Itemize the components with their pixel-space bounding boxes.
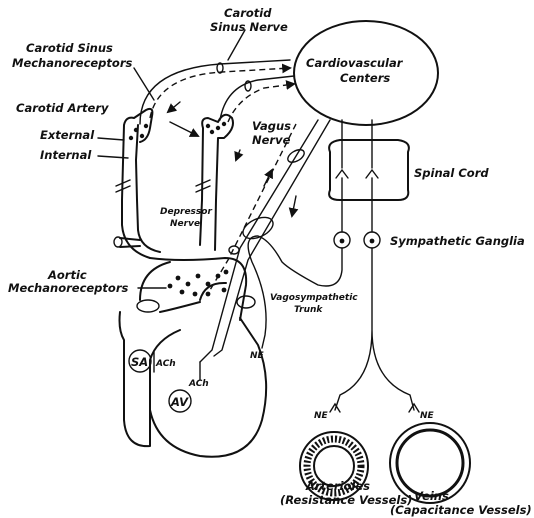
label-ach-sa: ACh xyxy=(155,359,176,369)
label-vagus: Vagus xyxy=(252,119,291,133)
postganglionic-to-heart xyxy=(248,236,342,348)
arrow-signal-vagus xyxy=(264,170,272,186)
label-ne-arterioles: NE xyxy=(314,411,329,421)
label-carotid-sinus: Carotid Sinus xyxy=(26,41,113,55)
carotid-sinus-nerve-inner-dashed xyxy=(228,84,294,122)
leader-carotid-sinus-nerve xyxy=(228,30,245,60)
label-sa: SA xyxy=(131,355,148,369)
label-depressor-nerve: Nerve xyxy=(170,219,200,229)
label-ne-heart: NE xyxy=(250,351,265,361)
label-capacitance-vessels: (Capacitance Vessels) xyxy=(390,503,532,517)
label-sympathetic-ganglia: Sympathetic Ganglia xyxy=(390,234,525,248)
postganglionic-to-vessels xyxy=(335,248,414,410)
label-aortic-mechanoreceptors: Mechanoreceptors xyxy=(8,281,128,295)
label-trunk: Trunk xyxy=(294,305,323,315)
arrow-signal-depressor xyxy=(236,150,240,160)
label-vagosympathetic: Vagosympathetic xyxy=(270,293,358,303)
label-aortic: Aortic xyxy=(47,268,87,282)
label-internal: Internal xyxy=(40,148,92,162)
label-spinal-cord: Spinal Cord xyxy=(414,166,489,180)
label-ach-av: ACh xyxy=(188,379,209,389)
subclavian-branch xyxy=(120,238,140,247)
spinal-synapse-left xyxy=(336,170,348,178)
label-external: External xyxy=(40,128,95,142)
label-sinus-nerve: Sinus Nerve xyxy=(210,20,288,34)
label-carotid: Carotid xyxy=(224,6,272,20)
label-mechanoreceptors: Mechanoreceptors xyxy=(12,56,132,70)
depressor-nerve-node xyxy=(229,246,239,254)
label-centers: Centers xyxy=(340,71,390,85)
leader-external xyxy=(98,138,124,140)
label-ne-veins: NE xyxy=(420,411,435,421)
vagus-trunk xyxy=(200,120,330,362)
label-depressor: Depressor xyxy=(160,207,212,217)
carotid-sinus-nerve-inner xyxy=(220,76,294,120)
label-veins: Veins xyxy=(414,489,449,503)
carotid-artery-left xyxy=(122,109,152,200)
common-carotid-left xyxy=(122,200,160,258)
pulmonary-vessel-opening xyxy=(137,300,159,312)
label-vagus-nerve: Nerve xyxy=(252,133,291,147)
label-arterioles: Arterioles xyxy=(305,479,370,493)
arrow-signal-1 xyxy=(168,102,180,112)
leader-carotid-sinus-mech xyxy=(134,68,154,100)
carotid-sinus-nerve-outer xyxy=(140,60,290,124)
spinal-synapse-right xyxy=(366,170,378,178)
arrow-to-carotid-right xyxy=(170,122,198,136)
label-carotid-artery: Carotid Artery xyxy=(16,101,109,115)
spinal-cord-outline xyxy=(329,140,409,200)
label-cardiovascular: Cardiovascular xyxy=(306,56,404,70)
arrow-signal-efferent xyxy=(292,196,296,216)
label-av: AV xyxy=(170,395,189,409)
